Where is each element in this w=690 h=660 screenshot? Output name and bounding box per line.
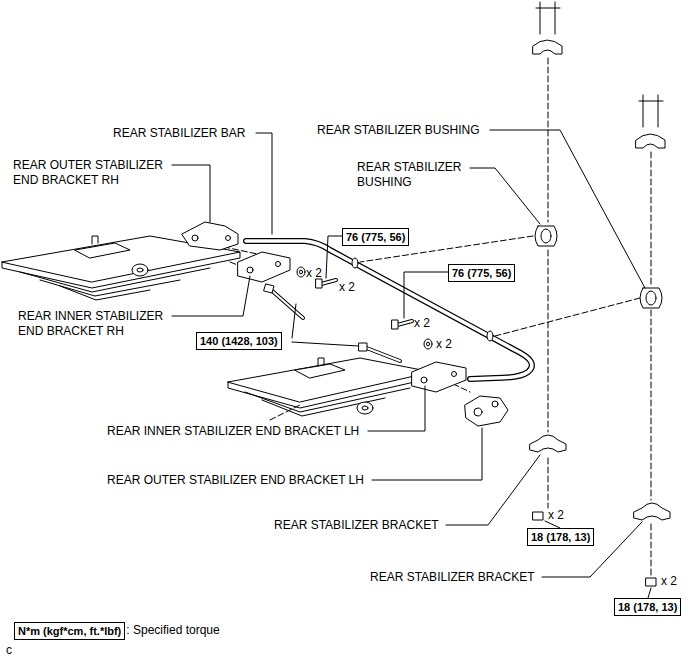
torque-value: 76 (775, 56) bbox=[346, 231, 405, 243]
part-label: REAR OUTER STABILIZER END BRACKET RH bbox=[13, 158, 173, 188]
part-label: REAR INNER STABILIZER END BRACKET LH bbox=[107, 424, 359, 439]
part-label: REAR INNER STABILIZER END BRACKET RH bbox=[18, 309, 178, 339]
part-label: x 2 bbox=[661, 574, 677, 589]
end-bracket bbox=[182, 222, 508, 426]
stabilizer-bracket bbox=[530, 435, 670, 520]
torque-box: 76 (775, 56) bbox=[342, 228, 409, 246]
nut bbox=[533, 512, 656, 586]
legend-note: : Specified torque bbox=[126, 623, 219, 638]
part-label: x 2 bbox=[436, 337, 452, 352]
leaf-spring bbox=[228, 358, 432, 416]
part-label: REAR STABILIZER BRACKET bbox=[274, 518, 438, 533]
part-label: x 2 bbox=[414, 316, 430, 331]
part-label: REAR STABILIZER BRACKET bbox=[370, 570, 534, 585]
bolt bbox=[264, 267, 432, 361]
bushing bbox=[535, 226, 662, 308]
frame-mount bbox=[533, 2, 665, 148]
part-label: REAR STABILIZER BUSHING bbox=[357, 160, 477, 190]
torque-box: 18 (178, 13) bbox=[614, 598, 681, 616]
torque-value: 76 (775, 56) bbox=[452, 267, 511, 279]
torque-box: N*m (kgf*cm, ft.*lbf) bbox=[14, 622, 125, 640]
part-label: x 2 bbox=[339, 280, 355, 295]
torque-value: 18 (178, 13) bbox=[618, 601, 677, 613]
torque-value: 140 (1428, 103) bbox=[200, 335, 278, 347]
torque-box: 18 (178, 13) bbox=[527, 528, 594, 546]
figure-code: c bbox=[6, 643, 12, 658]
part-label: x 2 bbox=[306, 266, 322, 281]
torque-value: 18 (178, 13) bbox=[531, 531, 590, 543]
part-label: REAR OUTER STABILIZER END BRACKET LH bbox=[107, 473, 364, 488]
part-label: REAR STABILIZER BAR bbox=[113, 126, 245, 141]
torque-box: 140 (1428, 103) bbox=[196, 332, 282, 350]
part-label: x 2 bbox=[548, 508, 564, 523]
leader-line bbox=[172, 130, 651, 598]
part-label: REAR STABILIZER BUSHING bbox=[317, 123, 479, 138]
torque-box: 76 (775, 56) bbox=[448, 264, 515, 282]
torque-value: N*m (kgf*cm, ft.*lbf) bbox=[18, 625, 121, 637]
